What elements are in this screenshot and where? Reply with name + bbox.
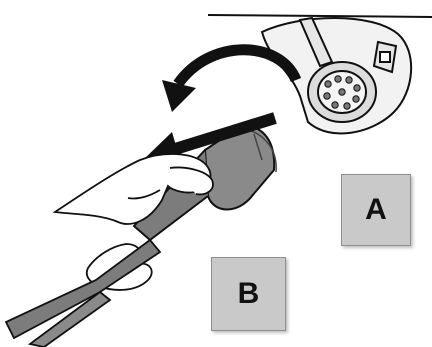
- label-box-a: A: [341, 174, 411, 246]
- label-a-text: A: [365, 193, 387, 227]
- socket: [262, 18, 411, 133]
- label-box-b: B: [211, 257, 286, 331]
- label-b-text: B: [238, 277, 260, 311]
- mounting-line: [208, 15, 432, 17]
- cable: [6, 240, 160, 347]
- rotation-arrow: [162, 50, 296, 112]
